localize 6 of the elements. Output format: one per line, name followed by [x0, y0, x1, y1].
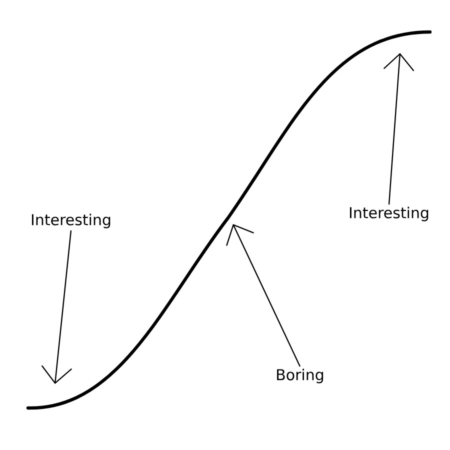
- leader-arrow: [226, 224, 301, 367]
- text-label: Interesting: [32, 214, 110, 228]
- leader-arrow: [383, 53, 414, 205]
- leader-arrow: [41, 230, 72, 384]
- text-label: Boring: [277, 368, 324, 384]
- text-label: Interesting: [350, 206, 428, 222]
